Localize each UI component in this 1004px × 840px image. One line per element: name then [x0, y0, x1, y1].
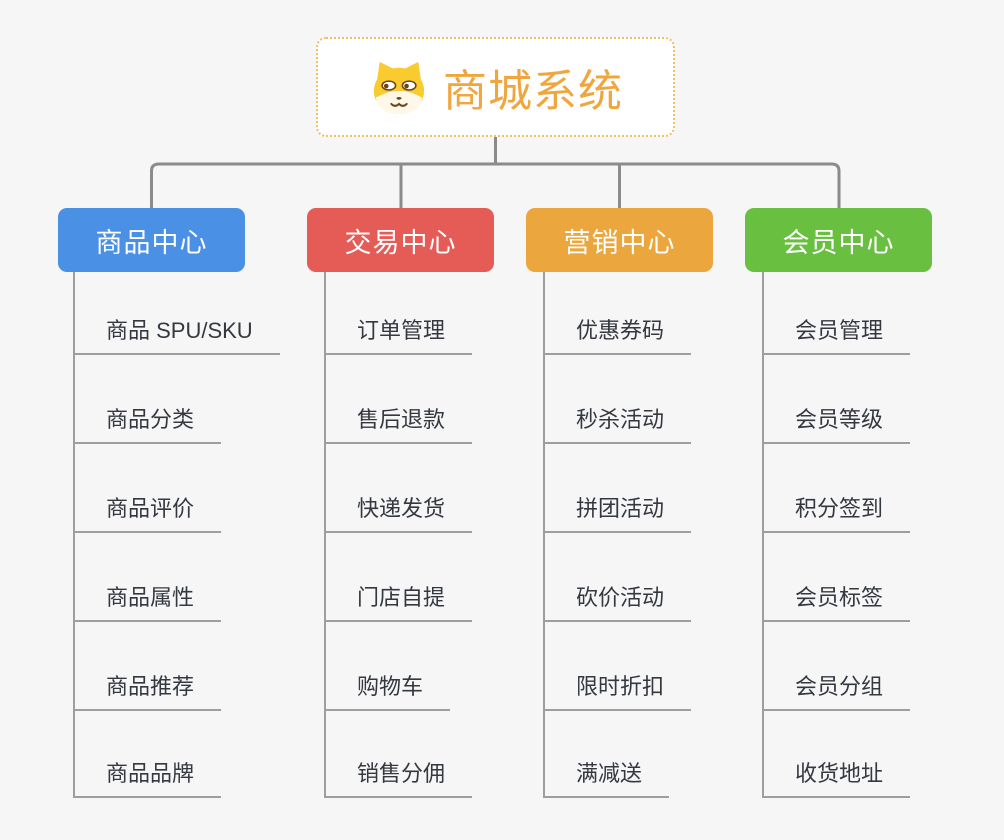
leaf-row: 售后退款	[326, 355, 566, 444]
branch-node-marketing-center[interactable]: 营销中心	[526, 208, 713, 272]
leaf-node[interactable]: 限时折扣	[545, 669, 692, 711]
leaf-row: 商品属性	[75, 533, 315, 622]
leaf-node[interactable]: 商品品牌	[75, 756, 222, 798]
root-title: 商城系统	[443, 67, 623, 116]
leaf-node[interactable]: 快递发货	[326, 491, 473, 533]
leaf-row: 秒杀活动	[545, 355, 785, 444]
branch-node-member-center[interactable]: 会员中心	[745, 208, 932, 272]
leaf-row: 订单管理	[326, 272, 566, 355]
root-node[interactable]: 商城系统	[316, 37, 675, 137]
leaf-node[interactable]: 销售分佣	[326, 756, 473, 798]
branch-label: 交易中心	[344, 227, 457, 258]
leaf-node[interactable]: 优惠券码	[545, 313, 692, 355]
leaf-row: 会员标签	[764, 533, 1004, 622]
leaf-node[interactable]: 会员分组	[764, 669, 911, 711]
leaf-row: 商品评价	[75, 444, 315, 533]
branch-node-goods-center[interactable]: 商品中心	[58, 208, 245, 272]
leaf-row: 商品推荐	[75, 622, 315, 711]
dog-face-icon	[368, 59, 430, 115]
leaf-row: 商品 SPU/SKU	[75, 272, 315, 355]
leaf-node[interactable]: 秒杀活动	[545, 402, 692, 444]
leaf-node[interactable]: 商品分类	[75, 402, 222, 444]
leaf-row: 收货地址	[764, 711, 1004, 798]
leaf-row: 商品品牌	[75, 711, 315, 798]
leaf-node[interactable]: 商品 SPU/SKU	[75, 313, 280, 355]
leaf-node[interactable]: 会员等级	[764, 402, 911, 444]
leaf-row: 拼团活动	[545, 444, 785, 533]
leaf-row: 商品分类	[75, 355, 315, 444]
leaf-row: 快递发货	[326, 444, 566, 533]
branch-children-goods-center: 商品 SPU/SKU 商品分类 商品评价 商品属性 商品推荐 商品品牌	[73, 272, 315, 798]
branch-children-trade-center: 订单管理 售后退款 快递发货 门店自提 购物车 销售分佣	[324, 272, 566, 798]
branch-children-member-center: 会员管理 会员等级 积分签到 会员标签 会员分组 收货地址	[762, 272, 1004, 798]
leaf-row: 销售分佣	[326, 711, 566, 798]
leaf-node[interactable]: 购物车	[326, 669, 451, 711]
branch-label: 营销中心	[563, 227, 676, 258]
branch-label: 商品中心	[95, 227, 208, 258]
leaf-row: 限时折扣	[545, 622, 785, 711]
leaf-node[interactable]: 商品评价	[75, 491, 222, 533]
leaf-row: 积分签到	[764, 444, 1004, 533]
leaf-node[interactable]: 商品属性	[75, 580, 222, 622]
leaf-node[interactable]: 会员管理	[764, 313, 911, 355]
leaf-node[interactable]: 门店自提	[326, 580, 473, 622]
leaf-row: 砍价活动	[545, 533, 785, 622]
leaf-node[interactable]: 积分签到	[764, 491, 911, 533]
leaf-node[interactable]: 商品推荐	[75, 669, 222, 711]
branch-bus-connector	[150, 162, 841, 208]
branch-children-marketing-center: 优惠券码 秒杀活动 拼团活动 砍价活动 限时折扣 满减送	[543, 272, 785, 798]
leaf-row: 优惠券码	[545, 272, 785, 355]
leaf-node[interactable]: 订单管理	[326, 313, 473, 355]
leaf-node[interactable]: 售后退款	[326, 402, 473, 444]
leaf-row: 会员分组	[764, 622, 1004, 711]
branch-label: 会员中心	[782, 227, 895, 258]
leaf-row: 会员等级	[764, 355, 1004, 444]
leaf-row: 满减送	[545, 711, 785, 798]
leaf-row: 购物车	[326, 622, 566, 711]
leaf-node[interactable]: 满减送	[545, 756, 670, 798]
leaf-node[interactable]: 拼团活动	[545, 491, 692, 533]
branch-node-trade-center[interactable]: 交易中心	[307, 208, 494, 272]
leaf-node[interactable]: 收货地址	[764, 756, 911, 798]
leaf-node[interactable]: 会员标签	[764, 580, 911, 622]
leaf-row: 会员管理	[764, 272, 1004, 355]
leaf-row: 门店自提	[326, 533, 566, 622]
leaf-node[interactable]: 砍价活动	[545, 580, 692, 622]
